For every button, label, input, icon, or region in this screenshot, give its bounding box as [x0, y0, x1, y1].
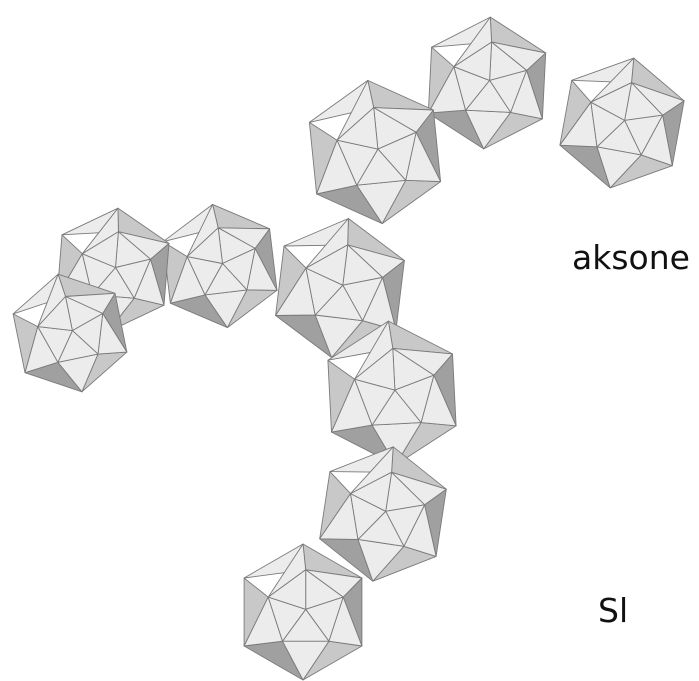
icosahedron-1	[560, 58, 684, 188]
icosahedron-10	[13, 274, 127, 392]
icosahedron-8	[163, 204, 277, 327]
side-face	[213, 204, 270, 228]
label-axon: aksone	[572, 241, 690, 274]
icosahedron-2	[428, 17, 545, 149]
label-bottom: Sl	[598, 594, 628, 627]
side-face	[368, 80, 434, 110]
icosahedron-3	[309, 80, 440, 223]
icosahedron-6	[320, 447, 447, 581]
icosahedron-7	[244, 544, 362, 680]
